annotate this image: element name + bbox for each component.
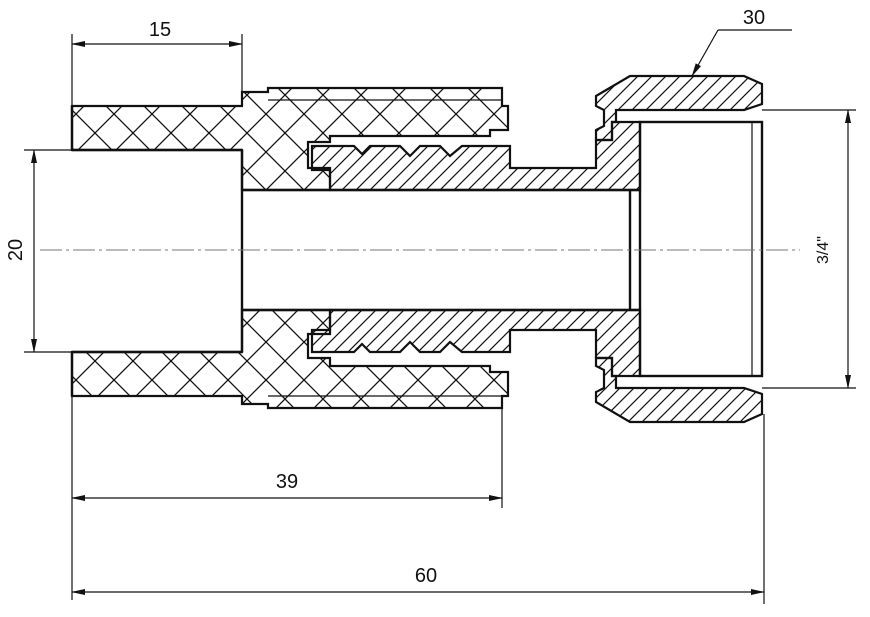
fitting-body <box>310 120 642 378</box>
dimension-20: 20 <box>5 149 72 353</box>
dimension-thread: 3/4" <box>762 109 856 389</box>
dimension-label-60: 60 <box>415 565 437 587</box>
dimension-30-leader: 30 <box>691 7 792 77</box>
dimension-label-30: 30 <box>743 7 765 29</box>
dimension-15: 15 <box>71 19 243 106</box>
nut-lower-section <box>594 356 764 424</box>
nut-upper-section <box>594 74 764 142</box>
dimension-label-15: 15 <box>149 19 171 41</box>
dimension-label-20: 20 <box>5 239 27 261</box>
leader-line <box>691 29 719 77</box>
dimension-label-thread: 3/4" <box>815 236 832 264</box>
dimension-39: 39 <box>71 396 503 600</box>
pe-sleeve <box>70 86 510 410</box>
dimension-60: 60 <box>71 414 765 604</box>
inner-bore <box>70 106 640 396</box>
nut-bore <box>638 120 764 378</box>
union-nut <box>594 74 764 424</box>
dimension-label-39: 39 <box>276 471 298 493</box>
